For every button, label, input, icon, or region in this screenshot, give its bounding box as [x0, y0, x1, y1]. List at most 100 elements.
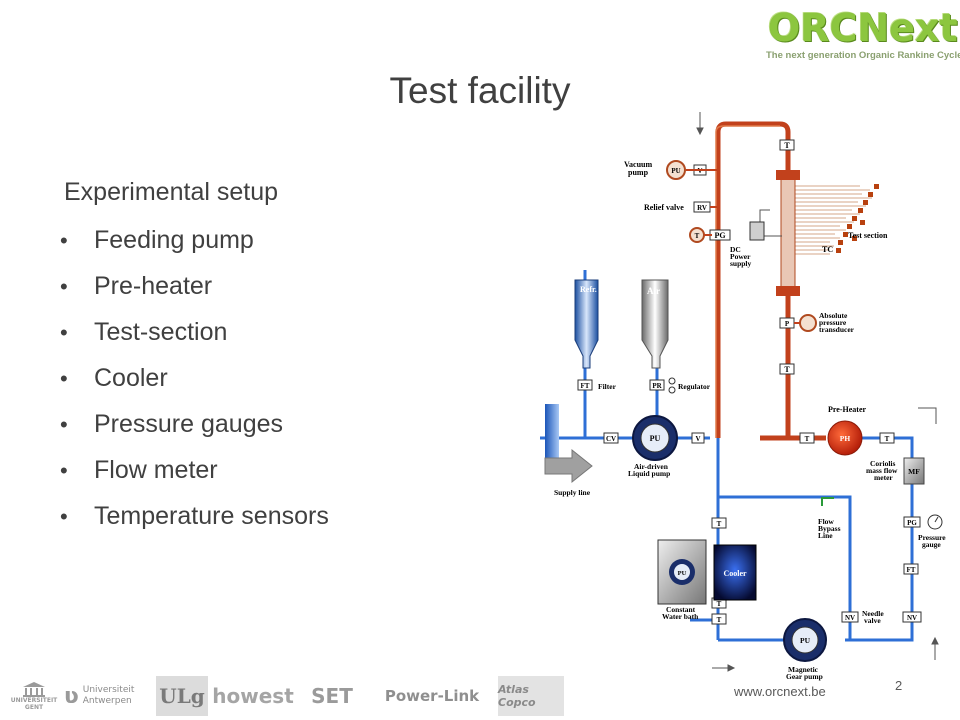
- svg-text:gauge: gauge: [922, 540, 941, 549]
- slide-subtitle: Experimental setup: [64, 178, 279, 206]
- refrigerant-bottle: [574, 279, 599, 369]
- svg-text:Coriolis: Coriolis: [870, 459, 895, 468]
- footer-url[interactable]: www.orcnext.be: [734, 684, 826, 699]
- svg-text:transducer: transducer: [819, 325, 855, 334]
- svg-text:FT: FT: [581, 382, 590, 390]
- svg-text:T: T: [885, 435, 890, 443]
- svg-text:Liquid pump: Liquid pump: [628, 469, 670, 478]
- svg-text:PU: PU: [671, 167, 680, 175]
- svg-text:Magnetic: Magnetic: [788, 665, 819, 674]
- bullet-item: • Cooler: [60, 360, 329, 406]
- svg-text:Line: Line: [818, 531, 833, 540]
- bullet-item: • Pressure gauges: [60, 406, 329, 452]
- bullet-text: Temperature sensors: [94, 502, 329, 530]
- slide-title: Test facility: [389, 70, 571, 111]
- bullet-item: •Flow meter: [60, 452, 329, 498]
- dc-power-label-1: DC: [730, 245, 741, 254]
- bullet-text: Cooler: [94, 364, 168, 392]
- set-text: SET: [311, 684, 353, 708]
- air-bottle: [641, 279, 669, 369]
- bullet-text: Feeding pump: [94, 226, 254, 254]
- svg-text:PU: PU: [678, 570, 687, 577]
- flow-arrows: [696, 112, 939, 672]
- logo-wordmark: ORCNext: [768, 6, 958, 50]
- cooler-box: [713, 544, 757, 601]
- svg-text:PG: PG: [714, 231, 725, 240]
- bullet-dot-icon: •: [60, 274, 68, 299]
- vacuum-pump-label-2: pump: [628, 168, 649, 177]
- svg-text:PH: PH: [840, 434, 851, 443]
- svg-text:Constant: Constant: [666, 605, 696, 614]
- bullet-dot-icon: •: [60, 458, 68, 483]
- bullet-dot-icon: •: [60, 366, 68, 391]
- bullet-dot-icon: •: [60, 504, 68, 529]
- svg-text:T: T: [784, 141, 790, 150]
- coriolis-meter-box: [903, 457, 925, 485]
- relief-valve-label: Relief valve: [644, 203, 684, 212]
- svg-text:V: V: [695, 435, 700, 443]
- pre-heater-icon: [827, 420, 863, 456]
- svg-text:Refr.: Refr.: [580, 285, 597, 294]
- pressure-transducer-icon: [799, 314, 817, 332]
- test-section-top-flange: [776, 170, 800, 180]
- partner-logos: UNIVERSITEIT GENT ʋ Universiteit Antwerp…: [0, 676, 570, 718]
- thermocouple-wires: [795, 185, 872, 255]
- ugent-logo: UNIVERSITEIT GENT: [6, 676, 62, 716]
- test-section-tube: [780, 175, 796, 295]
- svg-text:T: T: [717, 616, 722, 624]
- svg-text:T: T: [784, 365, 790, 374]
- svg-text:PG: PG: [907, 519, 917, 527]
- svg-text:NV: NV: [907, 614, 917, 622]
- svg-text:Gear pump: Gear pump: [786, 672, 823, 681]
- svg-text:Needle: Needle: [862, 609, 884, 618]
- page-number: 2: [895, 678, 903, 693]
- svg-text:meter: meter: [874, 473, 893, 482]
- orcnext-logo: ORCNext The next generation Organic Rank…: [760, 6, 960, 66]
- bullet-item: • Temperature sensors: [60, 498, 329, 544]
- vacuum-pump-label-1: Vacuum: [624, 160, 652, 169]
- svg-text:MF: MF: [908, 467, 920, 476]
- ulg-logo: ULg: [156, 676, 208, 716]
- svg-text:T: T: [805, 435, 810, 443]
- bullet-dot-icon: •: [60, 412, 68, 437]
- svg-text:Air-driven: Air-driven: [634, 462, 669, 471]
- test-facility-schematic: T T PG PU V Vacuum pump RV Relief valve …: [540, 112, 946, 681]
- red-pipework: [715, 121, 826, 441]
- test-section-bottom-flange: [776, 286, 800, 296]
- dc-power-supply-box: [749, 221, 765, 241]
- bullet-text: Test-section: [94, 318, 228, 346]
- svg-text:Bypass: Bypass: [818, 524, 841, 533]
- svg-text:NV: NV: [845, 614, 855, 622]
- svg-text:valve: valve: [864, 616, 881, 625]
- svg-text:Flow: Flow: [818, 517, 834, 526]
- svg-text:Pressure: Pressure: [918, 533, 946, 542]
- ulg-text: ULg: [159, 684, 205, 708]
- powerlink-text: Power-Link: [384, 687, 480, 705]
- ugent-text-2: GENT: [24, 704, 44, 711]
- vacuum-pump-icon: [666, 160, 686, 180]
- regulator-label: Regulator: [678, 382, 711, 391]
- bullet-list: •Feeding pump •Pre-heater •Test-section …: [60, 222, 329, 544]
- bullet-item: •Feeding pump: [60, 222, 329, 268]
- instrument-tags-red: T T PG: [709, 139, 795, 375]
- svg-text:PU: PU: [800, 636, 811, 645]
- svg-text:Water bath: Water bath: [662, 612, 699, 621]
- svg-text:Air: Air: [647, 286, 660, 296]
- dc-power-label-3: supply: [730, 259, 752, 268]
- ugent-text-1: UNIVERSITEIT: [10, 697, 58, 704]
- svg-text:P: P: [785, 320, 790, 328]
- supply-arrow-icon: [544, 448, 593, 484]
- bullet-dot-icon: •: [60, 320, 68, 345]
- svg-text:mass flow: mass flow: [866, 466, 898, 475]
- svg-text:PR: PR: [652, 382, 662, 390]
- logo-tagline: The next generation Organic Rankine Cycl…: [766, 50, 960, 61]
- svg-text:FT: FT: [907, 566, 916, 574]
- howest-logo: howest: [212, 676, 293, 716]
- bullet-text: Pressure gauges: [94, 410, 284, 438]
- antwerpen-text-1: Universiteit: [82, 685, 135, 695]
- atlas-copco-text: Atlas Copco: [498, 683, 536, 709]
- building-icon: [23, 682, 45, 697]
- pre-heater-label: Pre-Heater: [828, 405, 866, 414]
- atlas-copco-logo: Atlas Copco: [498, 676, 564, 716]
- antwerpen-icon: ʋ: [64, 683, 79, 709]
